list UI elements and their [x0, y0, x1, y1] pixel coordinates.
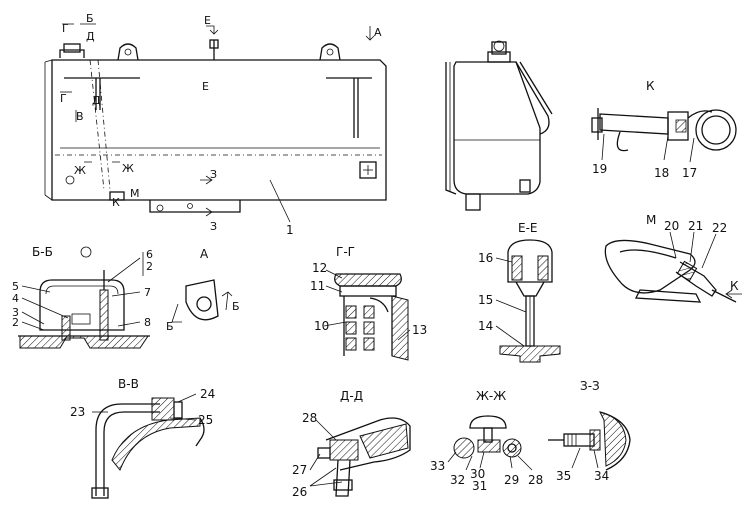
- cut-mark-zh-left: Ж: [74, 164, 86, 177]
- cut-mark-v: В: [76, 110, 84, 123]
- cut-mark-e-top: Е: [204, 14, 211, 27]
- view-gg-title: Г-Г: [336, 245, 355, 259]
- callout-29: 29: [504, 473, 519, 487]
- view-ee-title: Е-Е: [518, 221, 538, 235]
- callout-11: 12: [312, 261, 327, 275]
- callout-32: 32: [450, 473, 465, 487]
- view-k-title: К: [646, 79, 655, 93]
- callout-35: 35: [556, 469, 571, 483]
- callout-2b: 2: [146, 260, 153, 273]
- callout-25: 26: [292, 485, 307, 499]
- view-m: М 20 21 22 К: [604, 213, 742, 303]
- callout-2: 2: [12, 316, 19, 329]
- callout-9: 10: [314, 319, 329, 333]
- callout-26: 27: [292, 463, 307, 477]
- cut-mark-g-top: Г: [62, 22, 69, 35]
- cut-mark-a: А: [374, 26, 382, 39]
- view-zhzh-title: Ж-Ж: [476, 389, 506, 403]
- view-a: А Б Б: [166, 247, 240, 333]
- callout-10: 11: [310, 279, 325, 293]
- callout-12: 13: [412, 323, 427, 337]
- cut-mark-zh-right: Ж: [122, 162, 134, 175]
- cut-mark-k: К: [112, 196, 120, 209]
- callout-23: 24: [200, 387, 215, 401]
- view-m-k-arrow: К: [730, 279, 739, 293]
- callout-18: 19: [592, 162, 607, 176]
- callout-6: 6: [146, 248, 153, 261]
- callout-19: 20: [664, 219, 679, 233]
- callout-20: 21: [688, 219, 703, 233]
- view-m-title: М: [646, 213, 656, 227]
- callout-8: 8: [144, 316, 151, 329]
- callout-27: 28: [302, 411, 317, 425]
- cut-mark-z-top: З: [210, 168, 217, 181]
- callout-28: 28: [528, 473, 543, 487]
- view-k: К 19 18 17: [591, 79, 737, 180]
- view-zh-zh: Ж-Ж 33 32 30 31 29 28: [430, 389, 543, 493]
- view-b-b: Б-Б 5 4 3 2 7 8 6 2: [12, 245, 153, 349]
- callout-34: 34: [594, 469, 609, 483]
- mark-b-right: Б: [232, 300, 240, 313]
- view-d-d: Д-Д 28 27 26: [292, 389, 411, 499]
- callout-33: 33: [430, 459, 445, 473]
- callout-1: 1: [286, 223, 294, 237]
- mark-b-left: Б: [166, 320, 174, 333]
- view-e-e: Е-Е 16 15 14: [478, 221, 561, 363]
- view-zz-title: З-З: [580, 379, 600, 393]
- cut-mark-e-bottom: Е: [202, 80, 209, 93]
- callout-22: 23: [70, 405, 85, 419]
- cut-mark-z-bottom: З: [210, 220, 217, 233]
- callout-17: 18: [654, 166, 669, 180]
- side-view: [445, 40, 553, 211]
- view-vv-title: В-В: [118, 377, 139, 391]
- callout-15: 16: [478, 251, 493, 265]
- callout-16: 17: [682, 166, 697, 180]
- cut-mark-d-side: Д: [92, 94, 101, 107]
- callout-5: 5: [12, 280, 19, 293]
- callout-30: 30: [470, 467, 485, 481]
- callout-4: 4: [12, 292, 19, 305]
- callout-14: 15: [478, 293, 493, 307]
- view-v-v: В-В 24 25 23: [70, 377, 215, 499]
- view-z-z: З-З 35 34: [548, 379, 631, 483]
- view-bb-title: Б-Б: [32, 245, 53, 259]
- callout-21: 22: [712, 221, 727, 235]
- cut-mark-d-top: Д: [86, 30, 95, 43]
- callout-24: 25: [198, 413, 213, 427]
- callout-3: 3: [12, 306, 19, 319]
- cut-mark-b-top: Б: [86, 12, 94, 25]
- view-dd-title: Д-Д: [340, 389, 363, 403]
- callout-13: 14: [478, 319, 493, 333]
- cut-mark-m: М: [130, 187, 140, 200]
- main-tank-view: 1 Г Б Д Е Е А Г Д В Ж Ж М К З З: [44, 12, 387, 237]
- callout-7: 7: [144, 286, 151, 299]
- view-a-title: А: [200, 247, 209, 261]
- cut-mark-g-side: Г: [60, 92, 67, 105]
- callout-31: 31: [472, 479, 487, 493]
- view-g-g: Г-Г 12 11 10 13: [310, 245, 427, 361]
